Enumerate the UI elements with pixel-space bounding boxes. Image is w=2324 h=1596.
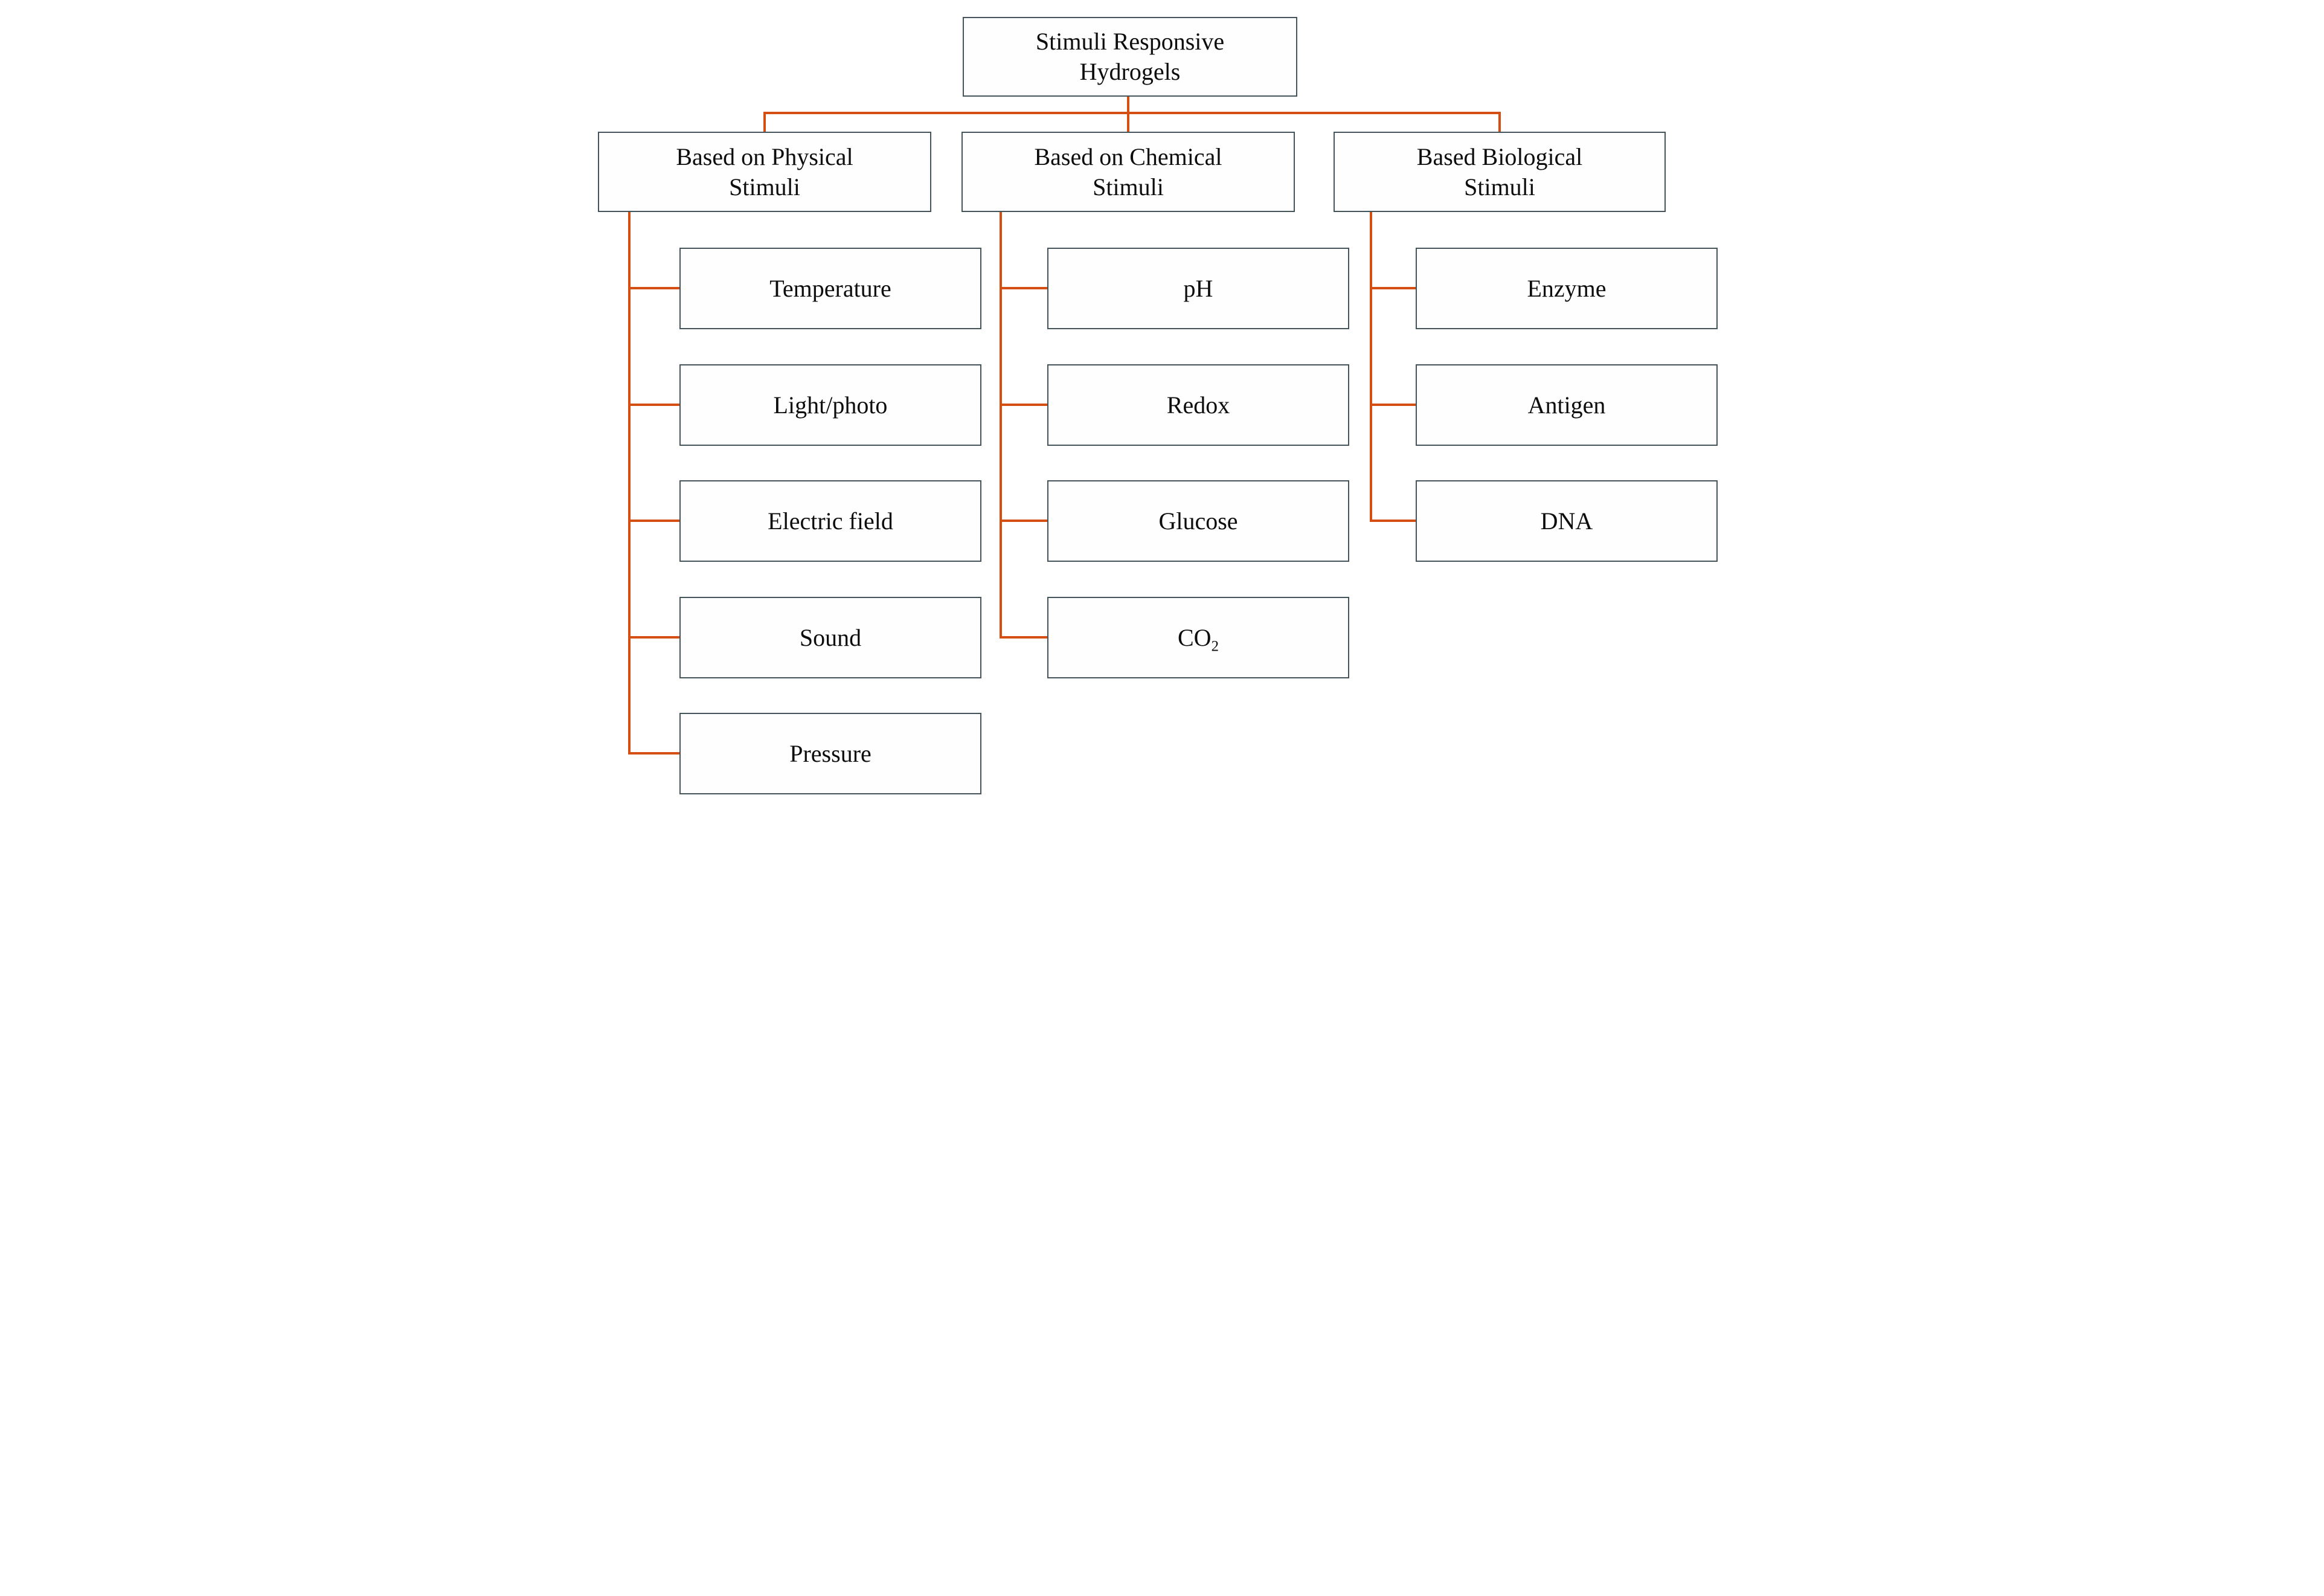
node-header-biological-label: Based Biological Stimuli xyxy=(1416,143,1583,201)
connector-stub-pressure xyxy=(628,752,679,755)
leaf-enzyme-label: Enzyme xyxy=(1527,274,1607,302)
flowchart-canvas: Stimuli Responsive Hydrogels Based on Ph… xyxy=(581,0,1743,798)
node-root: Stimuli Responsive Hydrogels xyxy=(963,17,1297,97)
connector-stub-redox xyxy=(1000,404,1047,406)
connector-title-drop xyxy=(1127,97,1129,132)
node-header-chemical: Based on Chemical Stimuli xyxy=(961,132,1295,212)
node-leaf-sound: Sound xyxy=(679,597,981,678)
node-leaf-light-photo: Light/photo xyxy=(679,364,981,446)
node-header-physical-label: Based on Physical Stimuli xyxy=(676,143,853,201)
connector-stub-co2 xyxy=(1000,636,1047,639)
leaf-dna-label: DNA xyxy=(1540,507,1593,535)
node-header-biological: Based Biological Stimuli xyxy=(1334,132,1666,212)
node-root-label: Stimuli Responsive Hydrogels xyxy=(1035,28,1225,85)
node-header-chemical-label: Based on Chemical Stimuli xyxy=(1034,143,1222,201)
node-leaf-ph: pH xyxy=(1047,248,1349,329)
connector-stub-antigen xyxy=(1370,404,1416,406)
leaf-co2-label: CO2 xyxy=(1172,623,1225,655)
leaf-glucose-label: Glucose xyxy=(1158,507,1238,535)
connector-stub-electric-field xyxy=(628,520,679,522)
connector-physical-drop xyxy=(763,112,766,132)
node-header-physical: Based on Physical Stimuli xyxy=(598,132,931,212)
node-leaf-pressure: Pressure xyxy=(679,713,981,794)
connector-stub-sound xyxy=(628,636,679,639)
leaf-pressure-label: Pressure xyxy=(789,739,872,767)
node-leaf-co2: CO2 xyxy=(1047,597,1349,678)
node-leaf-enzyme: Enzyme xyxy=(1416,248,1718,329)
leaf-electric-field-label: Electric field xyxy=(768,507,893,535)
node-leaf-temperature: Temperature xyxy=(679,248,981,329)
leaf-temperature-label: Temperature xyxy=(769,274,891,302)
node-leaf-dna: DNA xyxy=(1416,480,1718,562)
connector-stub-temperature xyxy=(628,287,679,289)
leaf-sound-label: Sound xyxy=(799,623,862,651)
connector-biological-drop xyxy=(1498,112,1501,132)
node-leaf-glucose: Glucose xyxy=(1047,480,1349,562)
leaf-ph-label: pH xyxy=(1183,274,1213,302)
connector-biological-spine xyxy=(1370,212,1372,522)
leaf-redox-label: Redox xyxy=(1166,391,1230,419)
connector-chemical-spine xyxy=(1000,212,1002,639)
connector-stub-ph xyxy=(1000,287,1047,289)
leaf-light-photo-label: Light/photo xyxy=(773,391,888,419)
leaf-co2-main: CO xyxy=(1178,623,1212,651)
connector-physical-spine xyxy=(628,212,631,755)
leaf-co2-subscript: 2 xyxy=(1211,638,1219,655)
node-leaf-redox: Redox xyxy=(1047,364,1349,446)
node-leaf-electric-field: Electric field xyxy=(679,480,981,562)
leaf-antigen-label: Antigen xyxy=(1527,391,1606,419)
connector-stub-dna xyxy=(1370,520,1416,522)
connector-stub-enzyme xyxy=(1370,287,1416,289)
node-leaf-antigen: Antigen xyxy=(1416,364,1718,446)
connector-stub-light-photo xyxy=(628,404,679,406)
connector-stub-glucose xyxy=(1000,520,1047,522)
connector-top-horizontal xyxy=(763,112,1501,114)
